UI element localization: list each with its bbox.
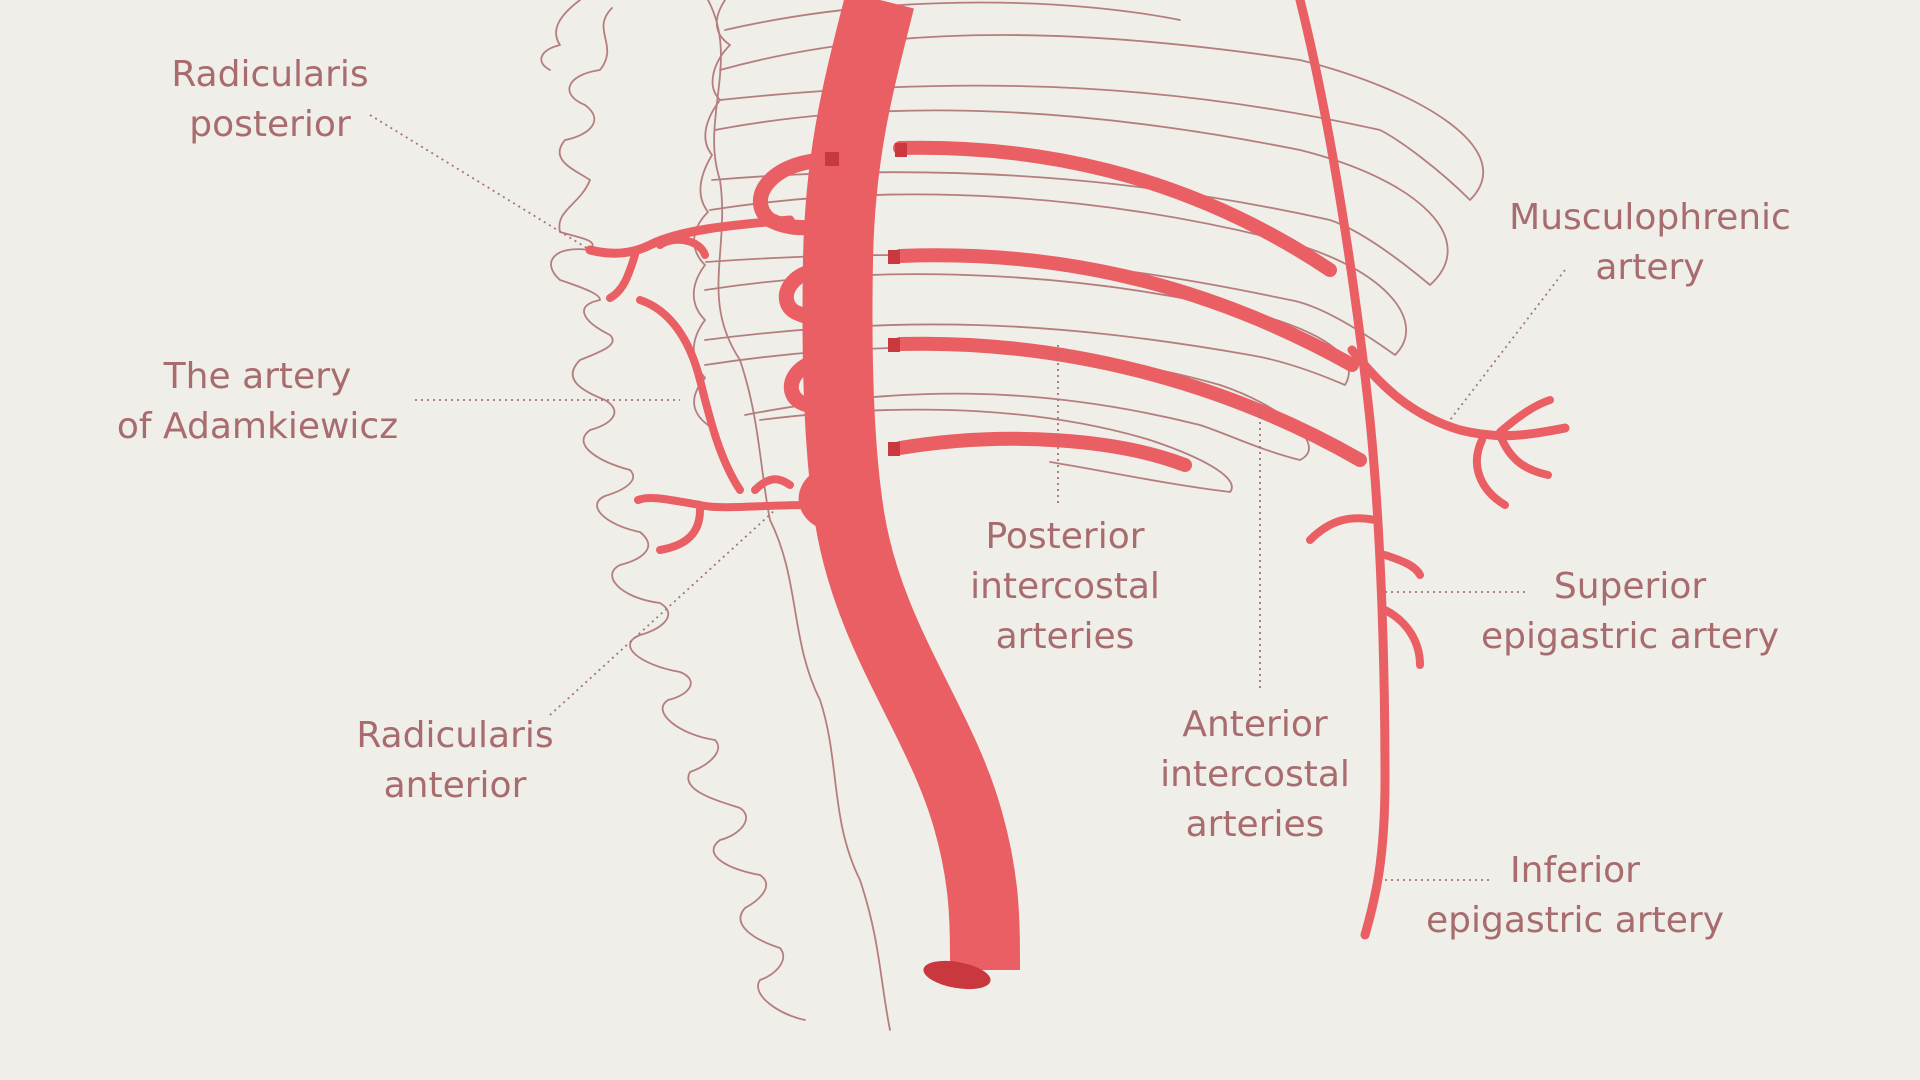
label-line: Radicularis [345,711,565,761]
label-line: epigastric artery [1480,612,1780,662]
label-line: of Adamkiewicz [100,402,415,452]
label-line: The artery [100,352,415,402]
label-line: posterior [160,100,380,150]
label-line: arteries [960,612,1170,662]
label-line: Posterior [960,512,1170,562]
label-radicularis-anterior: Radicularis anterior [345,711,565,811]
label-line: Radicularis [160,50,380,100]
label-line: intercostal [1150,750,1360,800]
label-line: Inferior [1425,846,1725,896]
label-musculophrenic-artery: Musculophrenic artery [1495,193,1805,293]
label-line: artery [1495,243,1805,293]
label-posterior-intercostal-arteries: Posterior intercostal arteries [960,512,1170,662]
label-superior-epigastric-artery: Superior epigastric artery [1480,562,1780,662]
label-line: epigastric artery [1425,896,1725,946]
label-line: arteries [1150,800,1360,850]
label-line: Superior [1480,562,1780,612]
label-anterior-intercostal-arteries: Anterior intercostal arteries [1150,700,1360,850]
label-radicularis-posterior: Radicularis posterior [160,50,380,150]
label-inferior-epigastric-artery: Inferior epigastric artery [1425,846,1725,946]
label-line: Anterior [1150,700,1360,750]
label-artery-of-adamkiewicz: The artery of Adamkiewicz [100,352,415,452]
label-line: anterior [345,761,565,811]
label-line: Musculophrenic [1495,193,1805,243]
label-line: intercostal [960,562,1170,612]
